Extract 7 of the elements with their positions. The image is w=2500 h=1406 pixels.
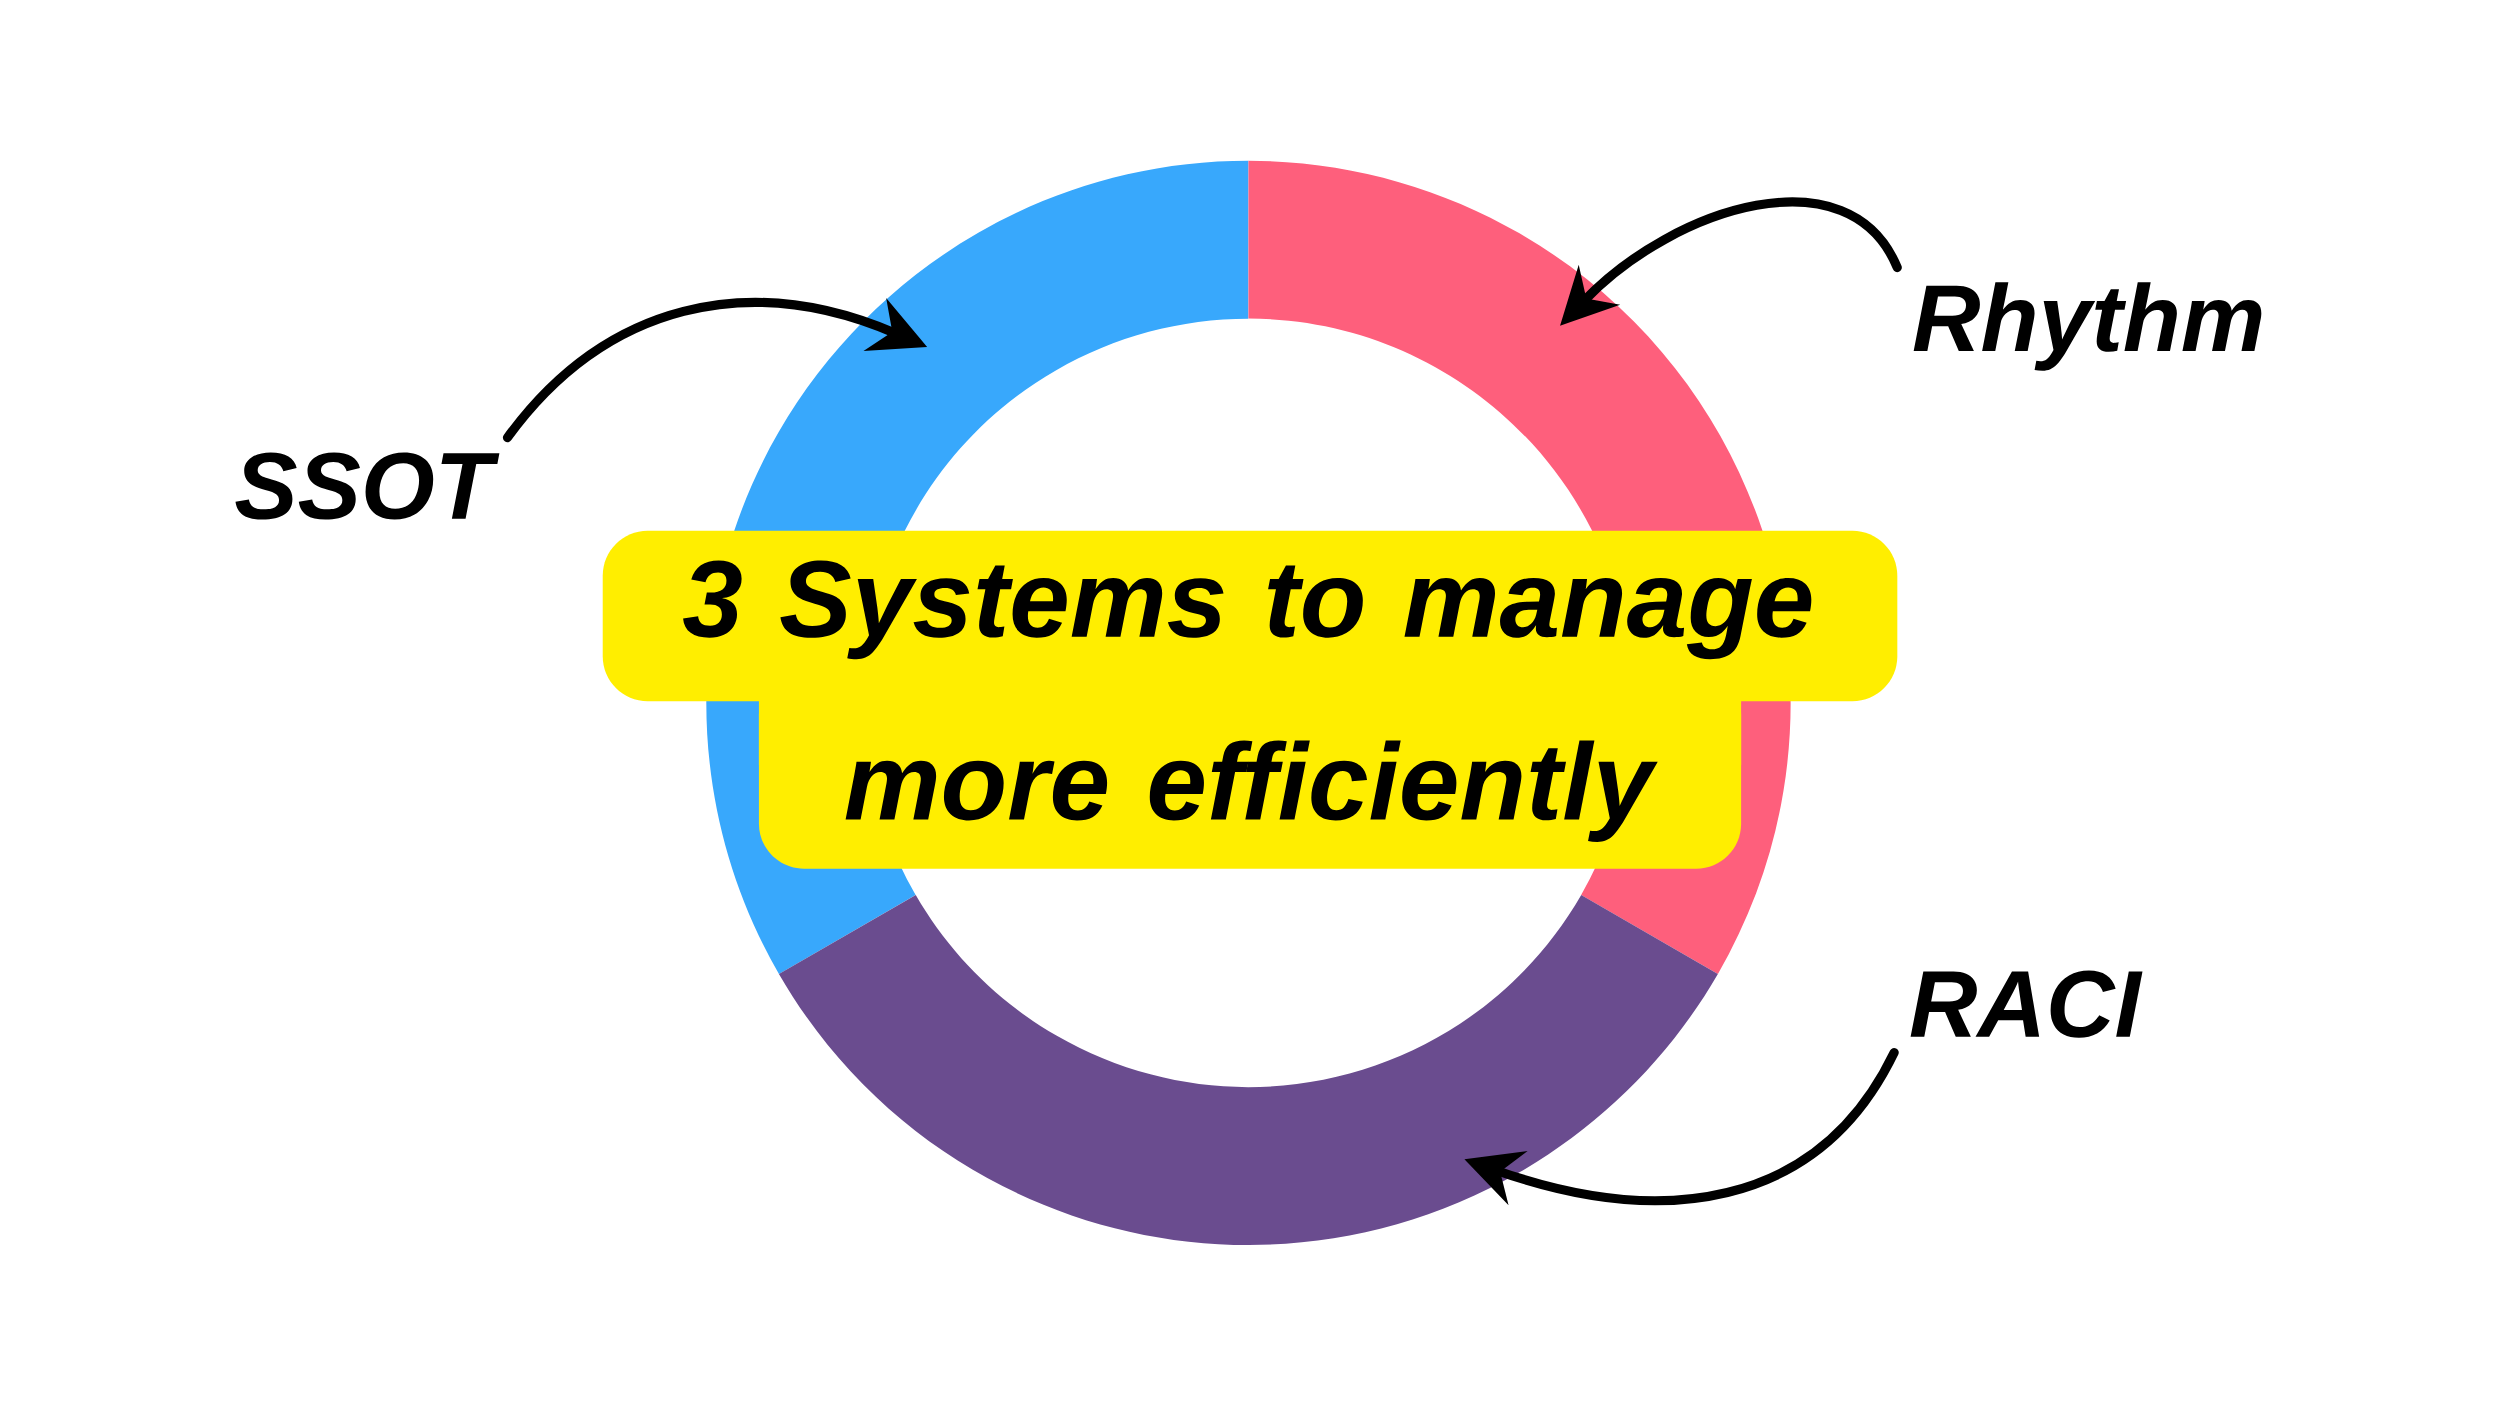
title-box: 3 Systems to manage more efficiently	[602, 530, 1898, 869]
node-label: more efficiently	[845, 740, 1658, 842]
label-text: RACI	[1910, 970, 2143, 1038]
label-text: SSOT	[235, 452, 500, 520]
ring-segment	[778, 895, 1718, 1245]
label-text: Rhythm	[1913, 282, 2262, 371]
node-label: 3 Systems to manage	[683, 560, 1812, 660]
